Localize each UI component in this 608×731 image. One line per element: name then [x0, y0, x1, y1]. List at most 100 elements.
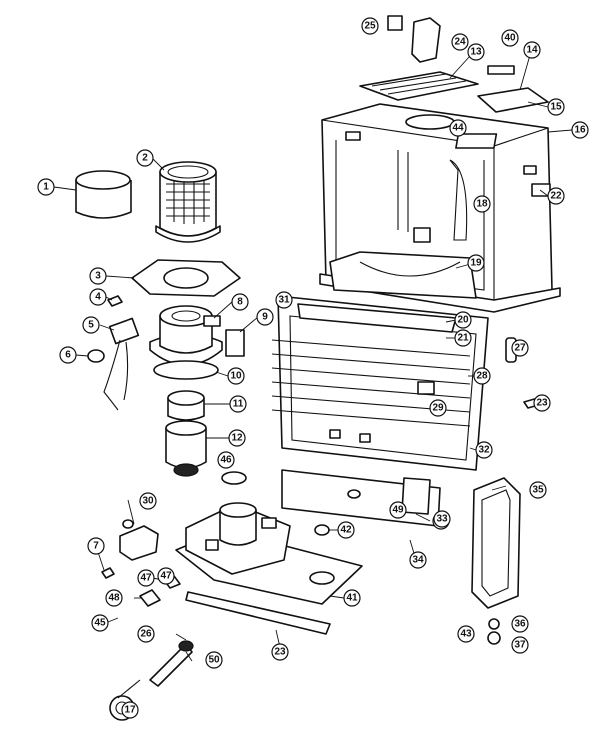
part-lower-panel — [281, 469, 441, 527]
callout-c11: 11 — [229, 395, 247, 413]
callout-number: 43 — [460, 629, 472, 640]
callout-circle — [529, 481, 547, 499]
part-small-knob — [314, 524, 330, 536]
callout-circle — [256, 308, 274, 326]
part-heat-shield — [329, 251, 477, 299]
callout-circle — [89, 288, 107, 306]
callout-number: 37 — [514, 640, 526, 651]
callout-circle — [473, 195, 491, 213]
callout-circle — [501, 29, 519, 47]
callout-number: 4 — [95, 292, 101, 303]
part-igniter-assembly — [87, 295, 140, 411]
callout-circle — [205, 651, 223, 669]
callout-c18: 18 — [473, 195, 491, 213]
callout-number: 36 — [514, 619, 526, 630]
callout-number: 1 — [43, 182, 49, 193]
callout-number: 32 — [478, 445, 490, 456]
callout-number: 18 — [476, 199, 488, 210]
callout-c31: 31 — [275, 291, 293, 309]
callout-c14: 14 — [523, 41, 541, 59]
callout-circle — [449, 119, 467, 137]
callout-number: 5 — [88, 320, 94, 331]
callout-number: 15 — [550, 102, 562, 113]
callout-number: 41 — [346, 593, 358, 604]
callout-c36: 36 — [511, 615, 529, 633]
callout-c42: 42 — [337, 521, 355, 539]
callout-c10: 10 — [227, 367, 245, 385]
callout-circle — [271, 643, 289, 661]
callout-circle — [511, 636, 529, 654]
callout-circle — [547, 98, 565, 116]
callout-c24: 24 — [451, 33, 469, 51]
callout-circle — [157, 567, 175, 585]
part-burner-base — [149, 305, 223, 380]
callout-c22: 22 — [547, 187, 565, 205]
callout-number: 6 — [65, 350, 71, 361]
callout-c47b: 47 — [137, 569, 155, 587]
callout-c12: 12 — [228, 429, 246, 447]
callout-c28: 28 — [473, 367, 491, 385]
callout-c27: 27 — [511, 339, 529, 357]
callout-number: 23 — [536, 398, 548, 409]
callout-number: 24 — [454, 37, 466, 48]
callout-circle — [137, 625, 155, 643]
callout-number: 13 — [470, 47, 482, 58]
part-front-frame — [271, 295, 489, 471]
callout-c23c: 23 — [271, 643, 289, 661]
callout-c7: 7 — [87, 537, 105, 555]
part-top-cover-plate — [477, 87, 549, 113]
callout-circle — [121, 701, 139, 719]
callout-c30: 30 — [139, 492, 157, 510]
callout-c26: 26 — [137, 625, 155, 643]
callout-c49: 49 — [389, 501, 407, 519]
part-burner-cylinder — [155, 161, 221, 243]
callout-number: 47 — [140, 573, 152, 584]
callout-c25: 25 — [361, 17, 379, 35]
callout-number: 25 — [364, 21, 376, 32]
callout-circle — [337, 521, 355, 539]
callout-number: 7 — [93, 541, 99, 552]
callout-circle — [275, 291, 293, 309]
callout-c50: 50 — [205, 651, 223, 669]
part-tank-gauge — [411, 17, 441, 63]
callout-circle — [467, 43, 485, 61]
callout-number: 9 — [262, 312, 268, 323]
callout-number: 27 — [514, 343, 526, 354]
callout-c46: 46 — [217, 451, 235, 469]
callout-number: 14 — [526, 45, 538, 56]
callout-c43: 43 — [457, 625, 475, 643]
part-label-plate — [487, 65, 515, 75]
part-support-bar — [185, 591, 331, 635]
callout-circle — [89, 267, 107, 285]
part-gasket — [131, 259, 241, 297]
callout-c13: 13 — [467, 43, 485, 61]
callout-number: 49 — [392, 505, 404, 516]
callout-number: 17 — [124, 705, 136, 716]
callout-c6: 6 — [59, 346, 77, 364]
callout-number: 40 — [504, 33, 516, 44]
callout-number: 20 — [457, 315, 469, 326]
callout-c33: 33 — [433, 510, 451, 528]
callout-number: 47 — [160, 571, 172, 582]
callout-number: 19 — [470, 258, 482, 269]
callout-c4: 4 — [89, 288, 107, 306]
callout-circle — [451, 33, 469, 51]
part-top-grille — [359, 71, 479, 101]
callout-number: 45 — [94, 618, 106, 629]
callout-c8: 8 — [231, 293, 249, 311]
callout-circle — [343, 589, 361, 607]
callout-number: 30 — [142, 496, 154, 507]
callout-c37: 37 — [511, 636, 529, 654]
callout-number: 2 — [142, 153, 148, 164]
part-base-tray — [175, 502, 363, 605]
part-side-window — [471, 477, 521, 645]
callout-circle — [523, 41, 541, 59]
callout-circle — [511, 339, 529, 357]
callout-circle — [454, 311, 472, 329]
callout-c47a: 47 — [157, 567, 175, 585]
callout-number: 34 — [412, 555, 424, 566]
callout-circle — [87, 537, 105, 555]
callout-number: 50 — [208, 655, 220, 666]
